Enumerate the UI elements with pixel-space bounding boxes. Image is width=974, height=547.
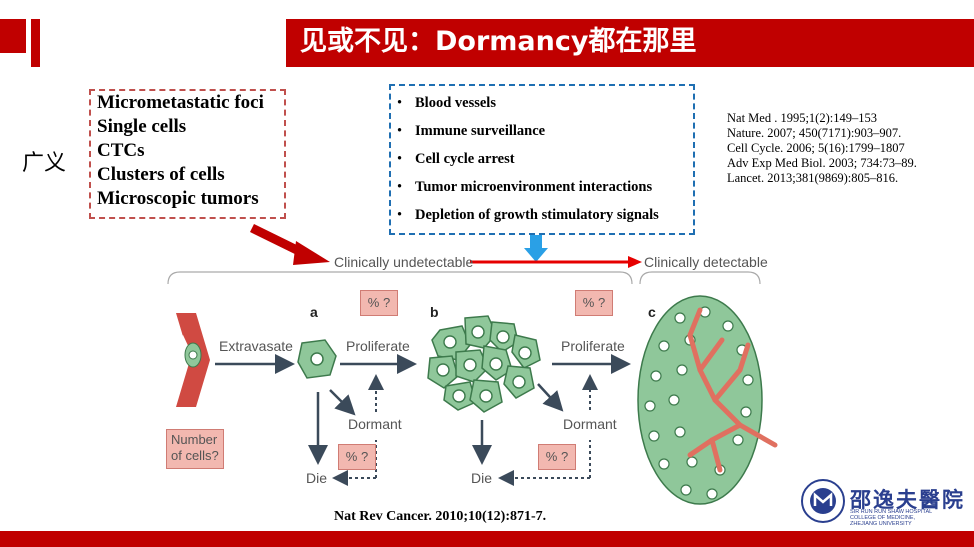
- die-label-1: Die: [306, 470, 328, 486]
- percent-unknown-badge: % ?: [538, 444, 576, 470]
- list-item: Depletion of growth stimulatory signals: [397, 201, 687, 229]
- list-item: Cell cycle arrest: [397, 145, 687, 173]
- red-diagonal-arrow: [250, 223, 330, 265]
- footer-bar: [0, 531, 974, 547]
- panel-label-b: b: [430, 304, 439, 320]
- list-item: Microscopic tumors: [97, 188, 259, 209]
- hospital-subtitle-line: SIR RUN RUN SHAW HOSPITAL: [850, 509, 933, 515]
- slide-title: 见或不见：Dormancy都在那里: [300, 26, 697, 57]
- list-item: Single cells: [97, 116, 187, 137]
- number-of-cells-line-2: of cells?: [171, 448, 219, 463]
- list-item: Immune surveillance: [397, 117, 687, 145]
- list-item: Tumor microenvironment interactions: [397, 173, 687, 201]
- red-horizontal-arrow: [470, 256, 642, 268]
- reference-item: Lancet. 2013;381(9869):805–816.: [727, 171, 899, 185]
- extravasate-label: Extravasate: [219, 338, 293, 354]
- dormant-arrow-1: [329, 389, 356, 416]
- hospital-subtitle: SIR RUN RUN SHAW HOSPITAL COLLEGE OF MED…: [850, 509, 932, 527]
- cluster-b-nuclei: [436, 325, 532, 403]
- reference-item: Adv Exp Med Biol. 2003; 734:73–89.: [727, 156, 917, 170]
- number-of-cells-line-1: Number: [171, 432, 218, 447]
- broad-sense-label: 广义: [22, 151, 67, 176]
- figure-citation: Nat Rev Cancer. 2010;10(12):871-7.: [334, 509, 547, 524]
- die-label-2: Die: [471, 470, 493, 486]
- title-bar: [286, 19, 974, 67]
- clinically-detectable-label: Clinically detectable: [644, 254, 768, 270]
- proliferate-label-1: Proliferate: [346, 338, 410, 354]
- hospital-name: 邵逸夫醫院: [850, 487, 965, 512]
- panel-label-c: c: [648, 304, 656, 320]
- hospital-subtitle-line: ZHEJIANG UNIVERSITY: [850, 521, 912, 527]
- number-of-cells-box: Number of cells?: [166, 429, 224, 469]
- blue-down-arrow: [524, 235, 548, 262]
- percent-unknown-badge: % ?: [360, 290, 398, 316]
- list-item: Clusters of cells: [97, 164, 225, 185]
- percent-unknown-badge: % ?: [338, 444, 376, 470]
- blood-vessel-icon: [176, 313, 210, 407]
- clinically-undetectable-label: Clinically undetectable: [334, 254, 474, 270]
- hospital-subtitle-line: COLLEGE OF MEDICINE,: [850, 515, 916, 521]
- undetectable-bracket: [167, 271, 633, 285]
- single-cell-a: [297, 339, 337, 379]
- panel-label-a: a: [310, 304, 318, 320]
- header-accent-bar: [31, 19, 40, 67]
- dormancy-mechanisms-box: Blood vessels Immune surveillance Cell c…: [389, 84, 695, 235]
- dormant-label-2: Dormant: [563, 416, 617, 432]
- reference-item: Nat Med . 1995;1(2):149–153: [727, 111, 877, 125]
- list-item: Blood vessels: [397, 89, 687, 117]
- dormancy-forms-box: Micrometastatic foci Single cells CTCs C…: [89, 89, 286, 219]
- dormant-label-1: Dormant: [348, 416, 402, 432]
- header-accent-block: [0, 19, 26, 53]
- proliferate-label-2: Proliferate: [561, 338, 625, 354]
- reference-list: Nat Med . 1995;1(2):149–153 Nature. 2007…: [727, 111, 917, 186]
- detectable-bracket: [639, 271, 761, 285]
- reference-item: Cell Cycle. 2006; 5(16):1799–1807: [727, 141, 905, 155]
- reference-item: Nature. 2007; 450(7171):903–907.: [727, 126, 902, 140]
- list-item: Micrometastatic foci: [97, 92, 264, 113]
- percent-unknown-badge: % ?: [575, 290, 613, 316]
- dormant-arrow-2: [537, 383, 564, 412]
- list-item: CTCs: [97, 140, 145, 161]
- hospital-seal-icon: [801, 479, 845, 523]
- vascularized-tumor-c: [637, 295, 778, 505]
